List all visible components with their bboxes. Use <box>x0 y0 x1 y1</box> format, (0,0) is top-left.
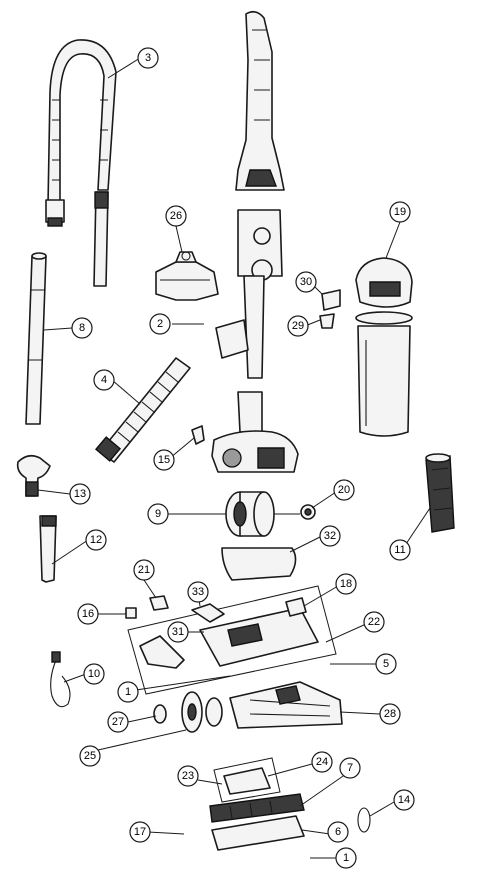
svg-text:17: 17 <box>134 826 146 838</box>
part-extension-wand <box>25 252 47 425</box>
callout-14: 14 <box>393 789 415 811</box>
callout-16: 16 <box>77 603 99 625</box>
svg-text:22: 22 <box>368 616 380 628</box>
svg-text:27: 27 <box>112 716 124 728</box>
svg-text:33: 33 <box>192 586 204 598</box>
part-belt <box>357 807 371 833</box>
callout-30: 30 <box>295 271 317 293</box>
svg-text:15: 15 <box>158 454 170 466</box>
svg-text:28: 28 <box>384 708 396 720</box>
svg-text:21: 21 <box>138 564 150 576</box>
callout-3: 3 <box>137 47 159 69</box>
callout-9: 9 <box>147 503 169 525</box>
part-15 <box>191 425 205 445</box>
callout-1-upper: 1 <box>117 681 139 703</box>
part-power-cord <box>50 651 71 708</box>
part-hose <box>45 39 117 287</box>
part-dust-cup <box>355 257 413 437</box>
callout-15: 15 <box>153 449 175 471</box>
part-9 <box>225 491 300 537</box>
part-16 <box>125 607 137 619</box>
part-26 <box>155 251 219 301</box>
part-bottom-plate <box>211 815 305 851</box>
svg-text:3: 3 <box>145 52 151 64</box>
callout-4: 4 <box>93 369 115 391</box>
callout-18: 18 <box>335 573 357 595</box>
part-20 <box>300 504 316 520</box>
svg-text:18: 18 <box>340 578 352 590</box>
part-wheels <box>153 691 223 733</box>
svg-text:7: 7 <box>347 762 353 774</box>
callout-21: 21 <box>133 559 155 581</box>
svg-text:13: 13 <box>74 488 86 500</box>
part-handle-column <box>211 10 299 473</box>
callout-33: 33 <box>187 581 209 603</box>
part-flex-hose <box>94 357 191 463</box>
callout-10: 10 <box>83 663 105 685</box>
callout-26: 26 <box>165 205 187 227</box>
callout-1-lower: 1 <box>335 847 357 869</box>
callout-19: 19 <box>389 201 411 223</box>
svg-text:20: 20 <box>338 484 350 496</box>
callout-17: 17 <box>129 821 151 843</box>
svg-text:10: 10 <box>88 668 100 680</box>
callout-28: 28 <box>379 703 401 725</box>
svg-text:1: 1 <box>343 852 349 864</box>
part-crevice-tool <box>39 515 57 583</box>
part-30 <box>321 289 341 311</box>
callout-5: 5 <box>375 653 397 675</box>
svg-text:4: 4 <box>101 374 107 386</box>
callout-7: 7 <box>339 757 361 779</box>
svg-text:25: 25 <box>84 750 96 762</box>
part-21 <box>149 595 169 611</box>
part-filter <box>425 453 455 533</box>
callout-6: 6 <box>327 821 349 843</box>
svg-text:31: 31 <box>172 626 184 638</box>
svg-text:14: 14 <box>398 794 410 806</box>
svg-text:11: 11 <box>394 544 405 556</box>
part-24-box <box>213 757 281 803</box>
callout-23: 23 <box>177 765 199 787</box>
svg-text:9: 9 <box>155 508 161 520</box>
part-agitator <box>209 793 305 823</box>
svg-text:19: 19 <box>394 206 406 218</box>
callout-25: 25 <box>79 745 101 767</box>
callout-11: 11 <box>389 539 411 561</box>
callout-29: 29 <box>287 315 309 337</box>
callout-31: 31 <box>167 621 189 643</box>
callout-2: 2 <box>149 313 171 335</box>
callout-27: 27 <box>107 711 129 733</box>
svg-text:5: 5 <box>383 658 389 670</box>
callout-8: 8 <box>71 317 93 339</box>
svg-text:12: 12 <box>90 534 102 546</box>
nozzle-assembly-box <box>127 585 337 695</box>
svg-text:30: 30 <box>300 276 312 288</box>
svg-text:29: 29 <box>292 320 304 332</box>
callout-12: 12 <box>85 529 107 551</box>
part-29 <box>319 313 335 329</box>
part-13 <box>16 454 51 497</box>
svg-text:2: 2 <box>157 318 163 330</box>
svg-text:16: 16 <box>82 608 94 620</box>
part-32 <box>221 547 297 581</box>
svg-text:24: 24 <box>316 756 328 768</box>
callout-22: 22 <box>363 611 385 633</box>
svg-text:32: 32 <box>324 530 336 542</box>
svg-text:23: 23 <box>182 770 194 782</box>
callout-20: 20 <box>333 479 355 501</box>
callout-24: 24 <box>311 751 333 773</box>
callout-13: 13 <box>69 483 91 505</box>
part-base-housing <box>229 681 343 729</box>
svg-text:6: 6 <box>335 826 341 838</box>
svg-text:26: 26 <box>170 210 182 222</box>
leader-lines <box>37 57 431 859</box>
svg-text:8: 8 <box>79 322 85 334</box>
callout-32: 32 <box>319 525 341 547</box>
svg-text:1: 1 <box>125 686 131 698</box>
